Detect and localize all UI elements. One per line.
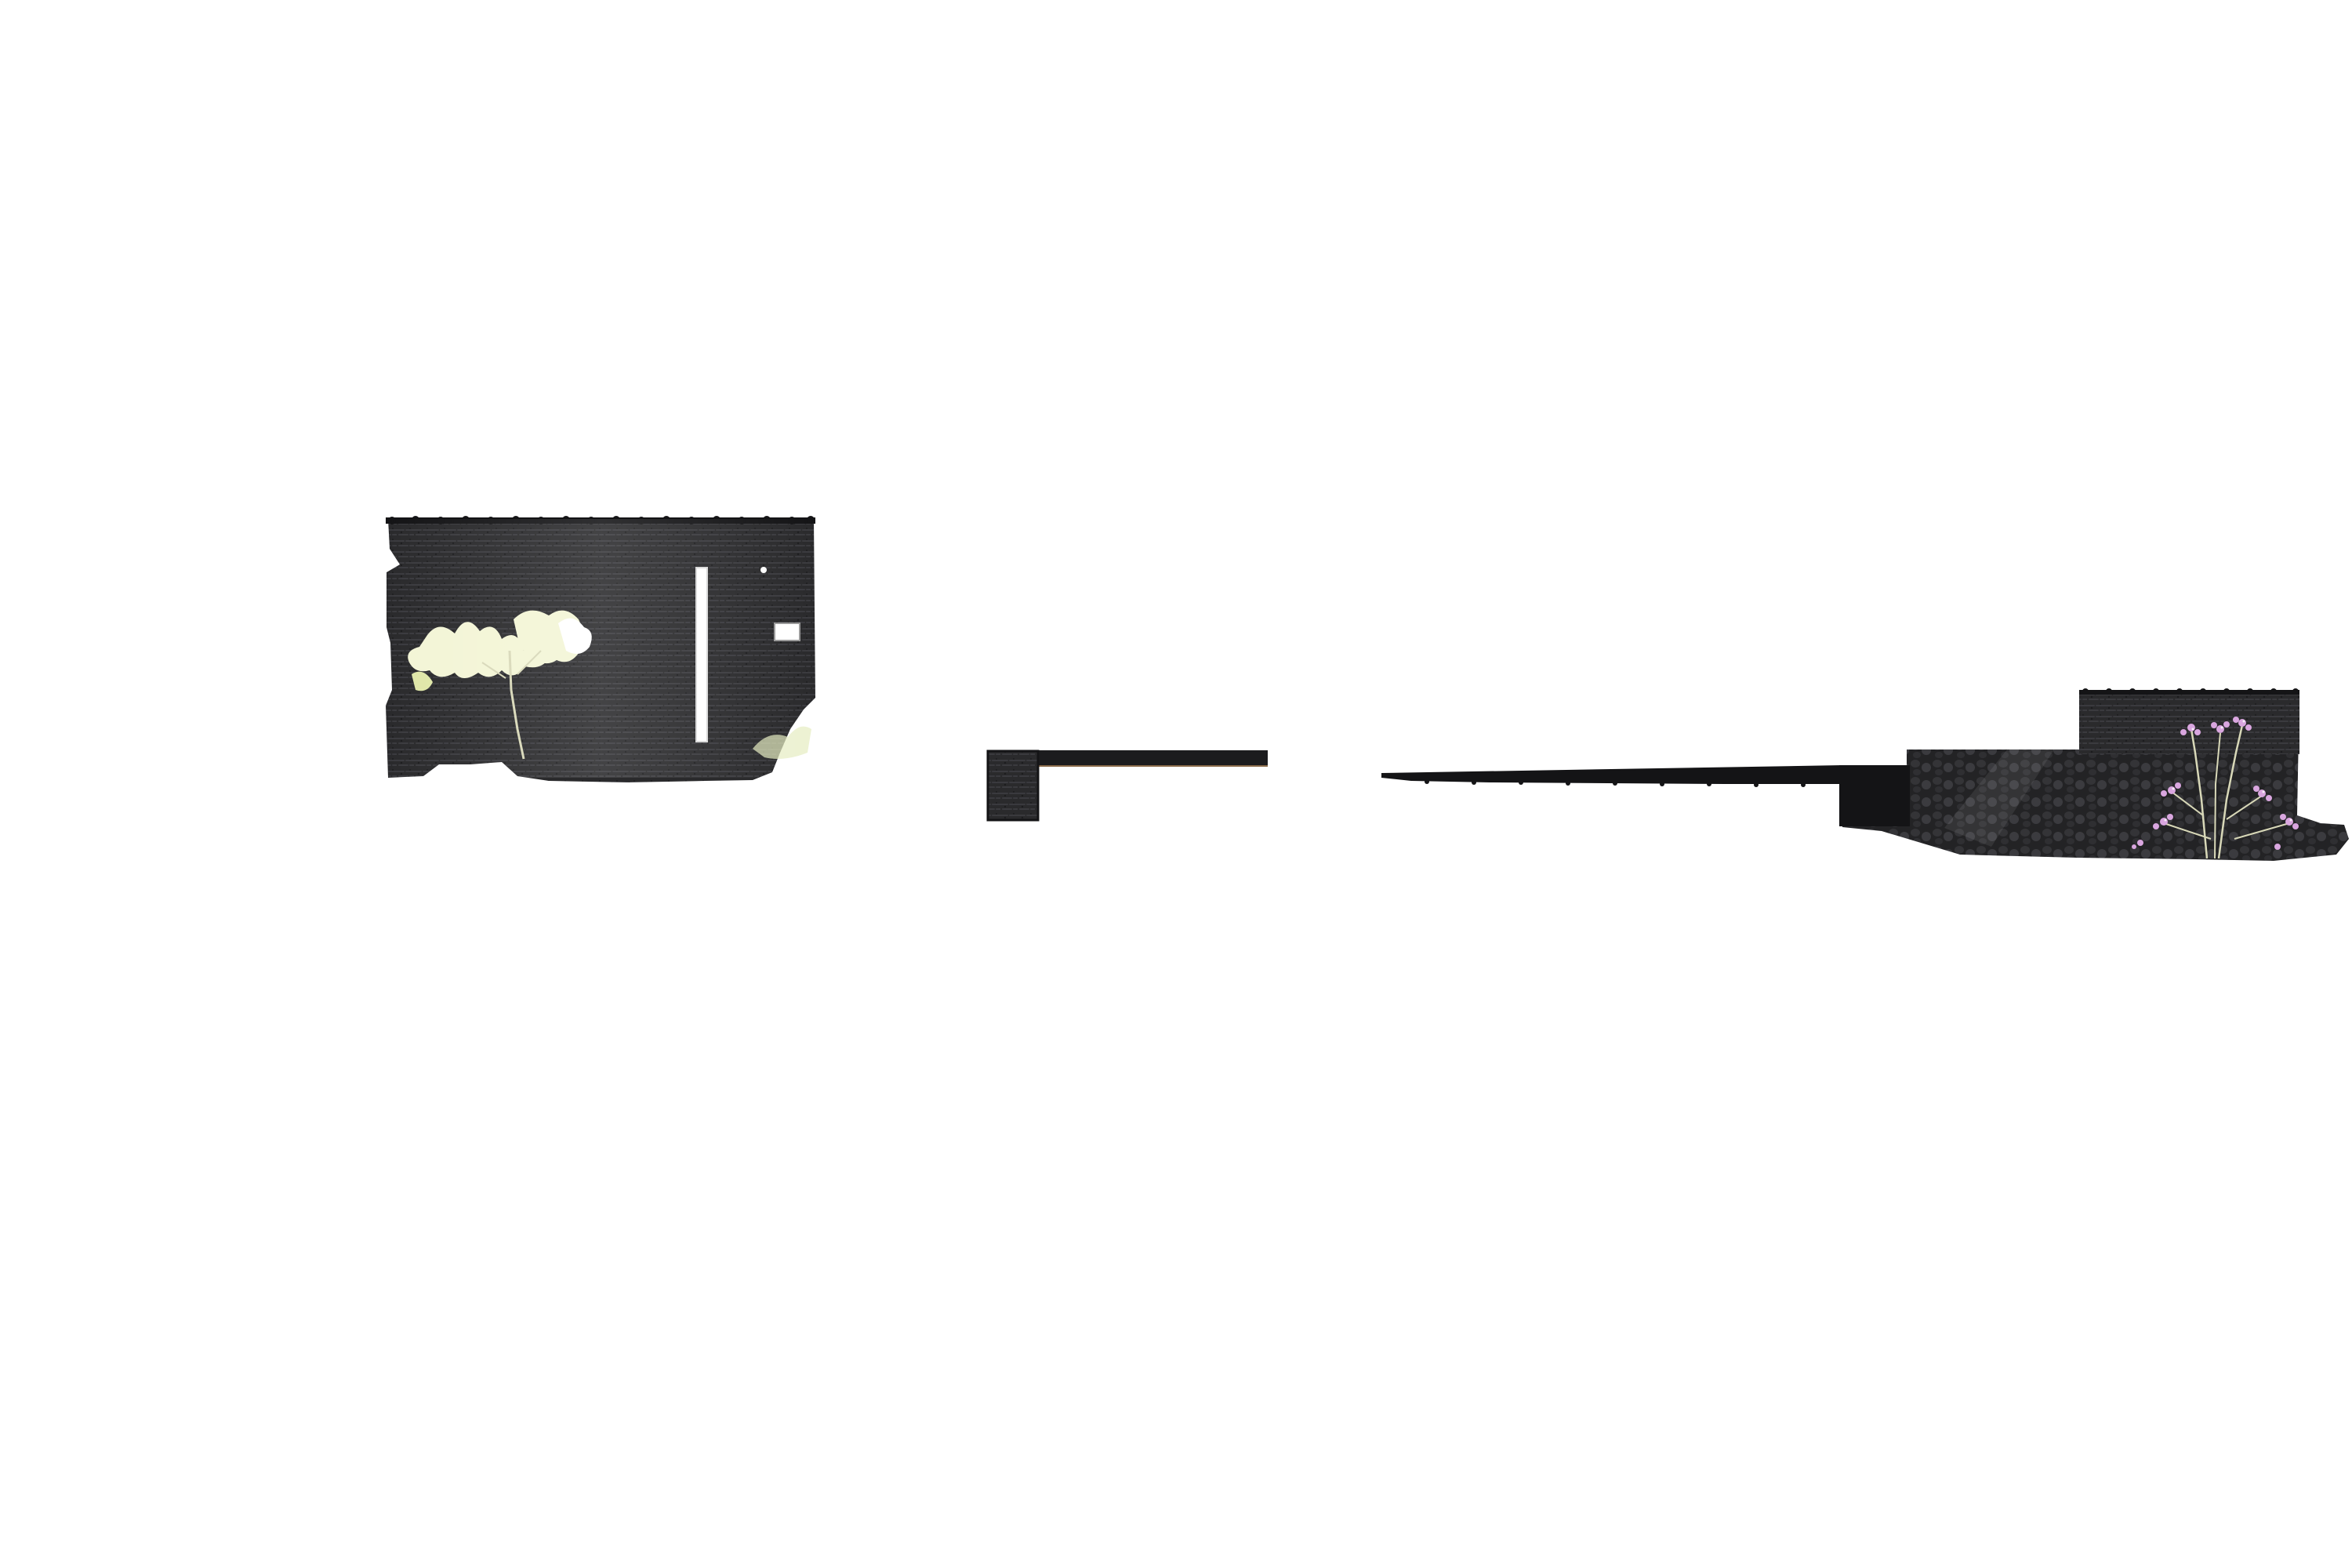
stone-wall-left	[386, 516, 815, 782]
wall-dark-block	[1839, 765, 1910, 826]
sheen-overlay	[388, 519, 815, 778]
ramp-edge-dots	[1425, 779, 1806, 787]
bench-leg-edge	[986, 750, 1040, 822]
bench-leg	[988, 751, 1038, 820]
flowering-plant-icon	[2132, 717, 2299, 859]
upper-wall	[2079, 691, 2299, 754]
ramp-slab	[1381, 765, 1844, 784]
upper-wall-coping	[2079, 688, 2299, 695]
diagonal-sheen	[1944, 750, 2054, 847]
bench-seat	[989, 750, 1268, 766]
stone-wall-right	[1381, 688, 2349, 861]
bench-middle	[986, 750, 1268, 822]
